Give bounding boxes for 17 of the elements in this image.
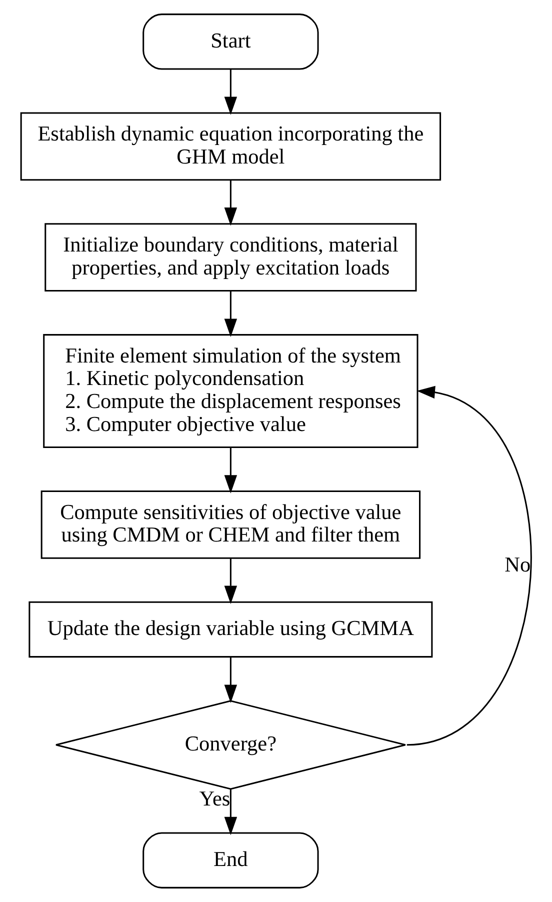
node-box: Establish dynamic equation incorporating the GHM model: [20, 112, 441, 181]
node-box: Initialize boundary conditions, material properties, and apply excitation loads: [44, 223, 416, 292]
arrow: [224, 180, 237, 226]
arrow: [224, 69, 237, 115]
edge-label: No: [504, 552, 530, 577]
arrow: [224, 291, 237, 337]
node-box: Finite element simulation of the system 1. Kinetic polycondensation 2. Compute the displacement responses 3. Computer objective value: [42, 334, 418, 448]
node-box: Start: [142, 14, 318, 70]
arrow: [224, 657, 237, 704]
node-box: Compute sensitivities of objective value using CMDM or CHEM and filter them: [40, 490, 420, 559]
node-box: Update the design variable using GCMMA: [28, 601, 432, 658]
node-box: End: [142, 832, 318, 888]
arrow: [224, 790, 237, 836]
arrow: [406, 386, 531, 746]
node-diamond: Converge?: [54, 700, 406, 790]
arrow: [224, 448, 237, 494]
arrow: [224, 558, 237, 604]
